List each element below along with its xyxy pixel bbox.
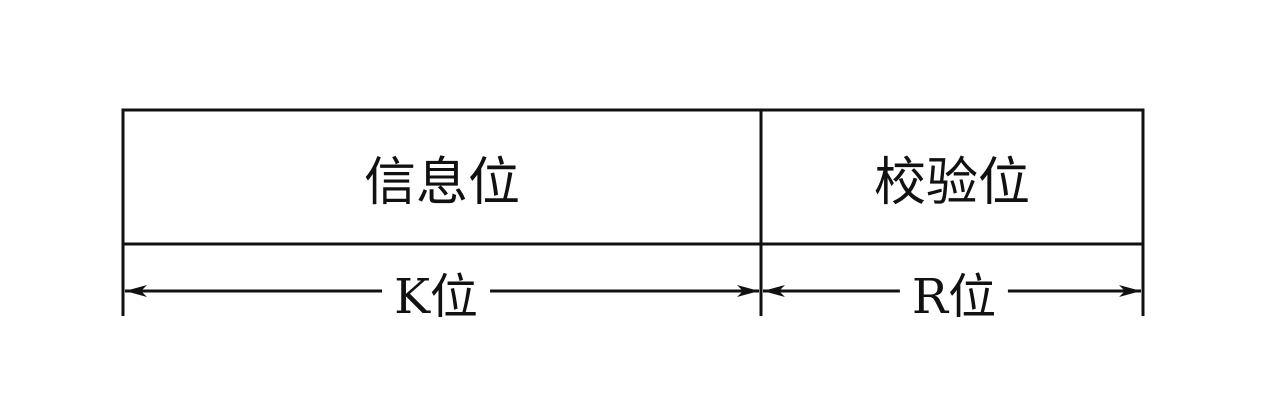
- width-label-k: K位: [382, 262, 490, 325]
- frame-box: [121, 108, 1145, 246]
- field-label-check: 校验位: [873, 152, 1030, 213]
- field-label-info: 信息位: [363, 152, 520, 213]
- width-label-r: R位: [899, 262, 1009, 325]
